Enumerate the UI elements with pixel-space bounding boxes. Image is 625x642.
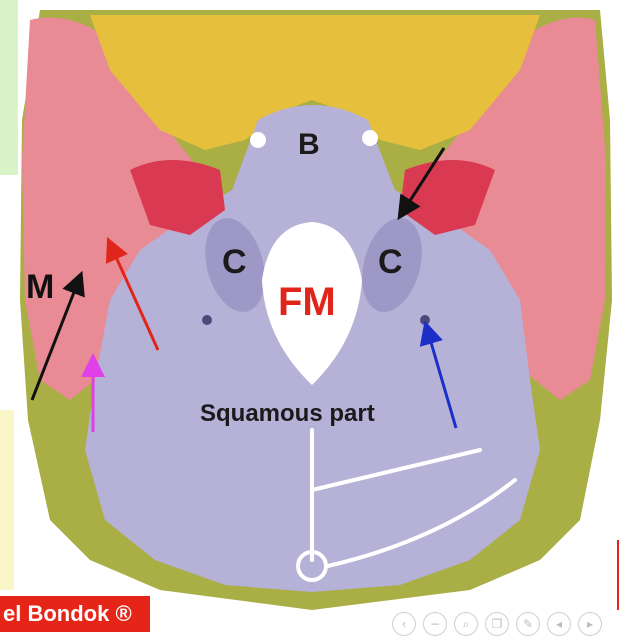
slide-controls: ‹ − ⌕ ❐ ✎ ◂ ▸ (392, 612, 602, 640)
next-icon[interactable]: ▸ (578, 612, 602, 636)
foramen-small-left (202, 315, 212, 325)
label-condyle-right: C (378, 245, 403, 279)
copy-icon[interactable]: ❐ (485, 612, 509, 636)
label-foramen-magnum: FM (278, 282, 336, 322)
edit-icon[interactable]: ✎ (516, 612, 540, 636)
slide-edge-right (617, 540, 625, 610)
search-icon[interactable]: ⌕ (454, 612, 478, 636)
author-credit-banner: el Bondok ® (0, 596, 150, 632)
prev-icon[interactable]: ‹ (392, 612, 416, 636)
back-icon[interactable]: ◂ (547, 612, 571, 636)
label-squamous-part: Squamous part (200, 402, 375, 426)
label-mastoid: M (26, 270, 54, 304)
label-condyle-left: C (222, 245, 247, 279)
foramen-lacerum-left (250, 132, 266, 148)
zoom-out-icon[interactable]: − (423, 612, 447, 636)
label-basilar-part: B (298, 130, 320, 160)
foramen-lacerum-right (362, 130, 378, 146)
foramen-small-right (420, 315, 430, 325)
